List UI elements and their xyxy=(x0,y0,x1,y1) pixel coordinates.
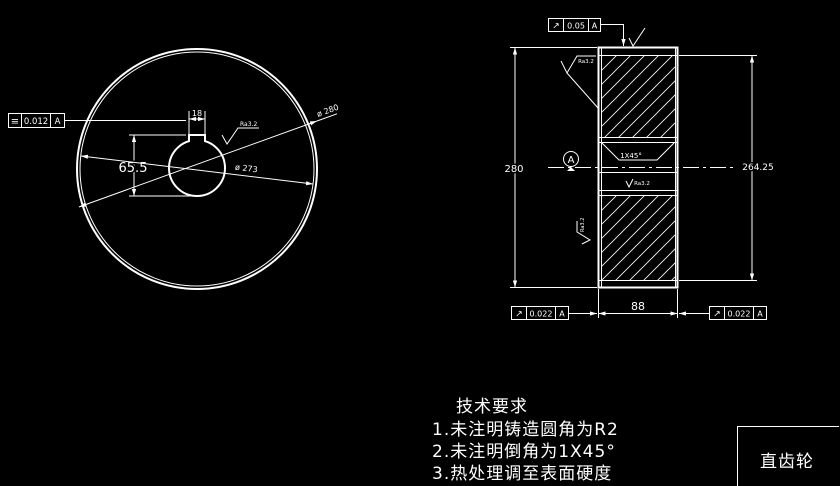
requirement-item: 1.未注明铸造圆角为R2 xyxy=(432,420,619,440)
tip-circle xyxy=(76,48,318,290)
tip-height-dimension: 280 xyxy=(503,47,597,288)
root-lines xyxy=(598,55,677,281)
datum-reference: A xyxy=(55,117,61,127)
left-face-runout-frame: ↗ 0.022 A xyxy=(511,306,597,320)
frame-dividers xyxy=(563,18,589,32)
bore-lines xyxy=(598,137,677,196)
leader-line xyxy=(600,24,626,46)
roughness-check-icon xyxy=(560,55,596,75)
keyway-width-dimension: 18 xyxy=(188,109,206,134)
extension-line xyxy=(679,55,757,281)
frame-dividers xyxy=(21,113,51,128)
front-view: 18 65.5 ≡ 0.012 A Ra3.2 ø 273 xyxy=(8,48,340,290)
section-bore-roughness: Ra3.2 xyxy=(625,178,650,189)
frame-dividers xyxy=(526,306,556,320)
datum-a-symbol: A xyxy=(563,151,579,171)
tolerance-value: 0.05 xyxy=(567,22,585,31)
datum-triangle-icon xyxy=(567,167,575,171)
right-face-runout-frame: ↗ 0.022 A xyxy=(679,306,767,320)
face-chamfer-lines xyxy=(601,47,676,287)
tip-height-label: 280 xyxy=(504,164,523,175)
requirement-item: 2.未注明倒角为1X45° xyxy=(432,442,616,462)
face-width-dimension: 88 xyxy=(598,289,678,318)
chamfer-label: 1X45° xyxy=(620,152,642,160)
tip-diameter-dimension: ø 280 xyxy=(78,103,340,208)
title-block: 直齿轮 xyxy=(737,426,839,486)
root-diameter-label: ø 273 xyxy=(234,163,258,175)
datum-circle xyxy=(563,151,579,167)
datum-reference: A xyxy=(559,310,565,319)
tolerance-value: 0.022 xyxy=(728,310,751,319)
leader-line xyxy=(566,72,599,109)
root-circle xyxy=(79,51,315,287)
requirement-item: 3.热处理调至表面硬度 xyxy=(432,464,612,484)
requirements-title: 技术要求 xyxy=(456,397,528,417)
root-height-label: 264.25 xyxy=(742,163,774,173)
tolerance-value: 0.012 xyxy=(24,117,48,127)
symmetry-tolerance-frame: ≡ 0.012 A xyxy=(8,113,186,128)
dimension-line xyxy=(78,120,318,208)
upper-hatch xyxy=(602,56,675,137)
tolerance-value: 0.022 xyxy=(530,310,553,319)
roughness-label: Ra3.2 xyxy=(580,218,586,232)
leader-line xyxy=(316,113,338,122)
rim-roughness-symbol: Ra3.2 xyxy=(560,55,599,109)
roughness-check-icon xyxy=(628,27,646,47)
roughness-check-icon xyxy=(625,178,634,189)
keyway-opening xyxy=(190,138,204,143)
runout-icon: ↗ xyxy=(713,310,721,320)
root-diameter-dimension: ø 273 xyxy=(80,154,314,186)
extension-line xyxy=(510,47,597,288)
runout-icon: ↗ xyxy=(515,310,523,320)
face-width-label: 88 xyxy=(631,300,645,313)
symmetry-icon: ≡ xyxy=(11,117,19,128)
dimension-line xyxy=(80,154,314,186)
technical-requirements: 技术要求 1.未注明铸造圆角为R2 2.未注明倒角为1X45° 3.热处理调至表… xyxy=(432,397,619,484)
datum-reference: A xyxy=(592,22,598,31)
keyway-width-label: 18 xyxy=(192,109,202,118)
roughness-check-icon xyxy=(221,127,259,145)
frame-dividers xyxy=(724,306,754,320)
roughness-check-icon xyxy=(576,221,592,245)
roughness-label: Ra3.2 xyxy=(634,181,650,187)
lower-hatch xyxy=(602,196,675,280)
bore-roughness-symbol: Ra3.2 xyxy=(221,121,259,145)
runout-icon: ↗ xyxy=(552,22,560,32)
datum-label: A xyxy=(568,155,575,166)
part-name: 直齿轮 xyxy=(760,452,814,472)
face-roughness-symbol: Ra3.2 xyxy=(576,218,592,245)
datum-reference: A xyxy=(757,310,763,319)
bore-chamfer xyxy=(601,142,675,161)
section-view: 1X45° Ra3.2 A 280 264.25 88 xyxy=(503,18,775,320)
title-block-border xyxy=(737,426,839,486)
radial-runout-frame: ↗ 0.05 A xyxy=(548,18,646,47)
root-height-dimension: 264.25 xyxy=(679,55,775,281)
roughness-label: Ra3.2 xyxy=(578,59,594,65)
roughness-label: Ra3.2 xyxy=(240,121,257,128)
tip-diameter-label: ø 280 xyxy=(316,103,340,119)
